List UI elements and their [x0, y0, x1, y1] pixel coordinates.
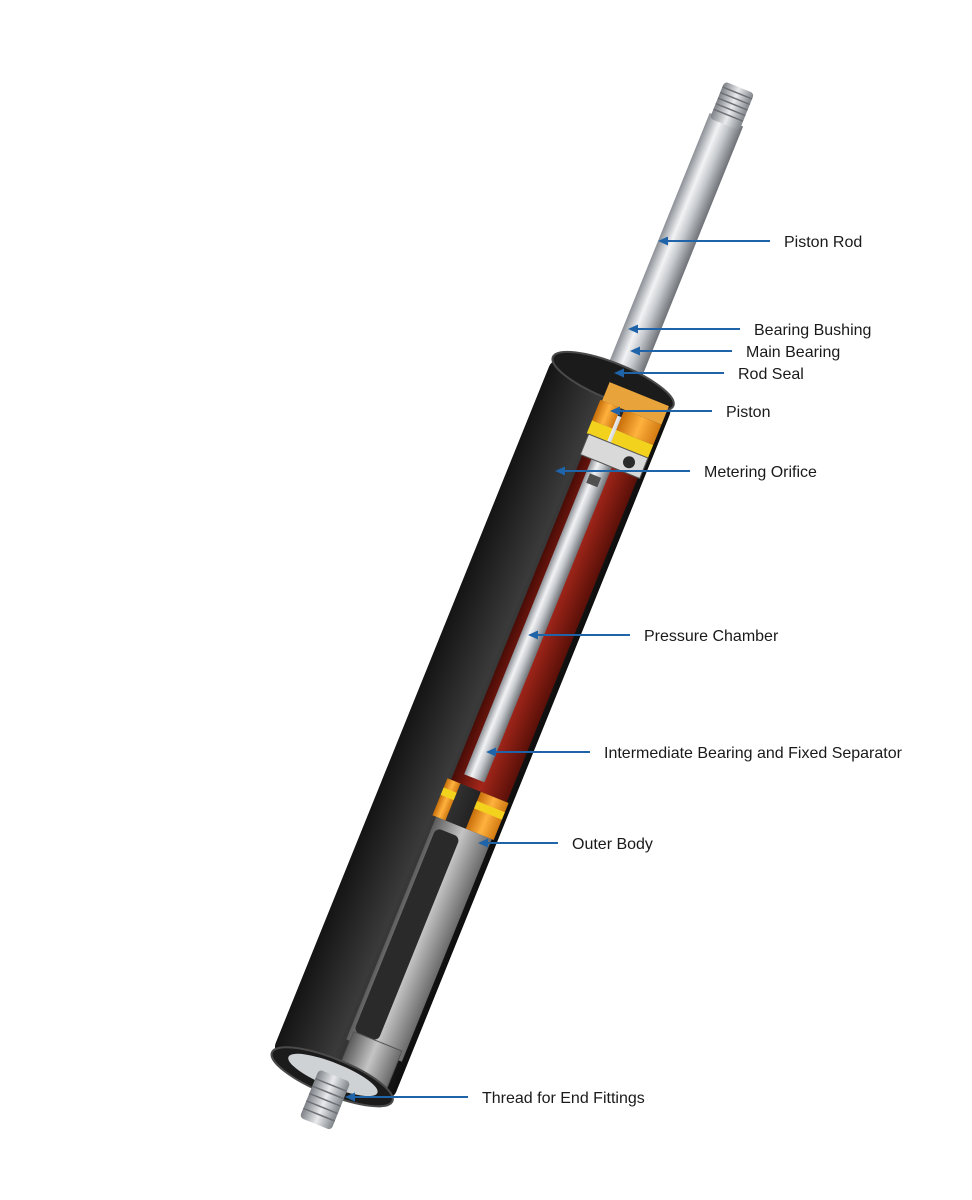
rod-seal-shape: [610, 430, 654, 459]
piston-rod-label: Piston Rod: [784, 234, 862, 251]
metering-orifice-label: Metering Orifice: [704, 464, 817, 481]
outer-body-label: Outer Body: [572, 836, 653, 853]
intermediate-bearing-arrowhead: [486, 747, 496, 757]
pressure-chamber-label: Pressure Chamber: [644, 628, 779, 645]
metering-orifice-arrowhead: [555, 466, 565, 476]
rod-seal-label: Rod Seal: [738, 366, 804, 383]
inner-rod-shape: [464, 412, 631, 783]
thread-end-fittings-arrowhead: [345, 1092, 355, 1102]
rod-seal-arrowhead: [614, 368, 624, 378]
piston-label: Piston: [726, 404, 770, 421]
intermediate-bearing-label: Intermediate Bearing and Fixed Separator: [604, 745, 903, 762]
rod-thread-tip: [710, 82, 754, 130]
bearing-bushing-label: Bearing Bushing: [754, 322, 871, 339]
intermediate-bearing-shape: [432, 778, 509, 841]
piston-rod-arrowhead: [658, 236, 668, 246]
outer-body-arrowhead: [478, 838, 488, 848]
head-assembly: [579, 382, 669, 488]
lower-cylinder-shape: [355, 829, 459, 1040]
main-bearing-shape: [616, 409, 662, 446]
piston-arrowhead: [610, 406, 620, 416]
main-bearing-arrowhead: [630, 346, 640, 356]
bearing-bushing-shape: [602, 382, 669, 425]
bearing-bushing-arrowhead: [628, 324, 638, 334]
thread-end-fittings-label: Thread for End Fittings: [482, 1090, 645, 1107]
metering-orifice-shape: [586, 473, 602, 488]
pressure-chamber-arrowhead: [528, 630, 538, 640]
bottom-thread-shape: [300, 1070, 350, 1130]
gas-spring-illustration: [270, 82, 754, 1130]
piston-rod-shape: [586, 113, 744, 433]
main-bearing-label: Main Bearing: [746, 344, 840, 361]
